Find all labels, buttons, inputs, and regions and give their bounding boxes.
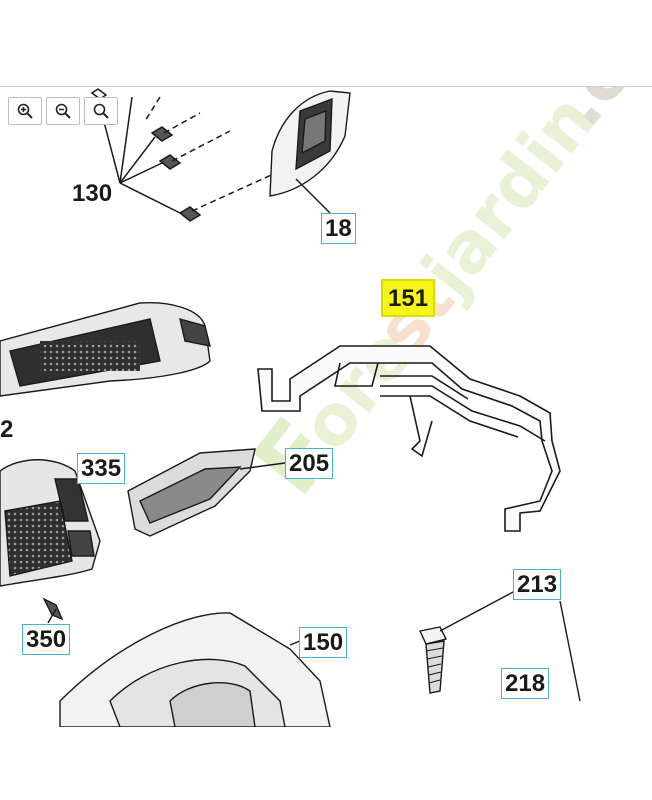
zoom-toolbar [8, 97, 118, 125]
part-350-screw [42, 597, 64, 624]
part-label-18[interactable]: 18 [321, 213, 356, 244]
diagram-viewer[interactable]: F ore st jardin .com [0, 86, 652, 727]
part-label-150[interactable]: 150 [299, 627, 348, 658]
part-label-213[interactable]: 213 [513, 569, 562, 600]
part-213-bolt [418, 590, 581, 702]
part-335-panel [0, 459, 101, 587]
part-label-218[interactable]: 218 [501, 668, 550, 699]
part-205-trim [127, 448, 286, 537]
zoom-reset-icon [93, 103, 109, 119]
exploded-parts-diagram: F ore st jardin .com [0, 87, 652, 727]
part-2-hood [0, 302, 211, 397]
zoom-reset-button[interactable] [84, 97, 118, 125]
screws-130 [90, 88, 281, 222]
part-label-151-highlighted[interactable]: 151 [381, 279, 436, 317]
part-label-335[interactable]: 335 [77, 453, 126, 484]
part-label-350[interactable]: 350 [22, 624, 71, 655]
part-label-130[interactable]: 130 [72, 180, 113, 207]
zoom-out-button[interactable] [46, 97, 80, 125]
part-150-housing [59, 612, 331, 727]
zoom-out-icon [55, 103, 71, 119]
zoom-in-icon [17, 103, 33, 119]
part-151-bracket [257, 345, 561, 532]
part-label-205[interactable]: 205 [285, 448, 334, 479]
part-18-cover [269, 90, 351, 214]
zoom-in-button[interactable] [8, 97, 42, 125]
part-label-2[interactable]: 2 [0, 416, 14, 443]
